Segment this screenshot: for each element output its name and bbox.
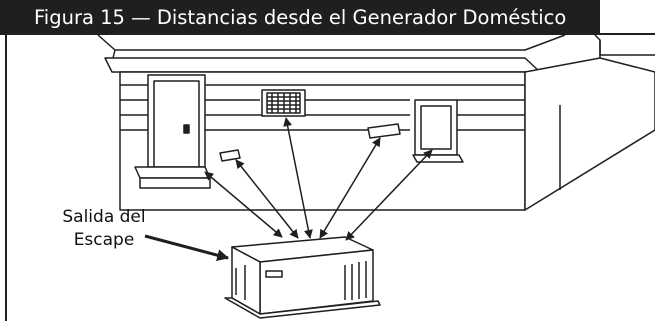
distance-arrow [345, 149, 433, 241]
house-illustration [97, 34, 655, 211]
header-rule [600, 33, 655, 35]
figure-title: Figura 15 — Distancias desde el Generado… [0, 0, 600, 35]
exhaust-arrow [144, 234, 230, 262]
exhaust-callout: Salida del Escape [44, 206, 164, 252]
generator-illustration [224, 236, 381, 319]
distance-arrow [283, 117, 313, 239]
callout-line-1: Salida del [62, 207, 146, 227]
frame-border [5, 35, 7, 321]
distance-arrows [144, 117, 433, 262]
callout-line-2: Escape [73, 230, 135, 250]
